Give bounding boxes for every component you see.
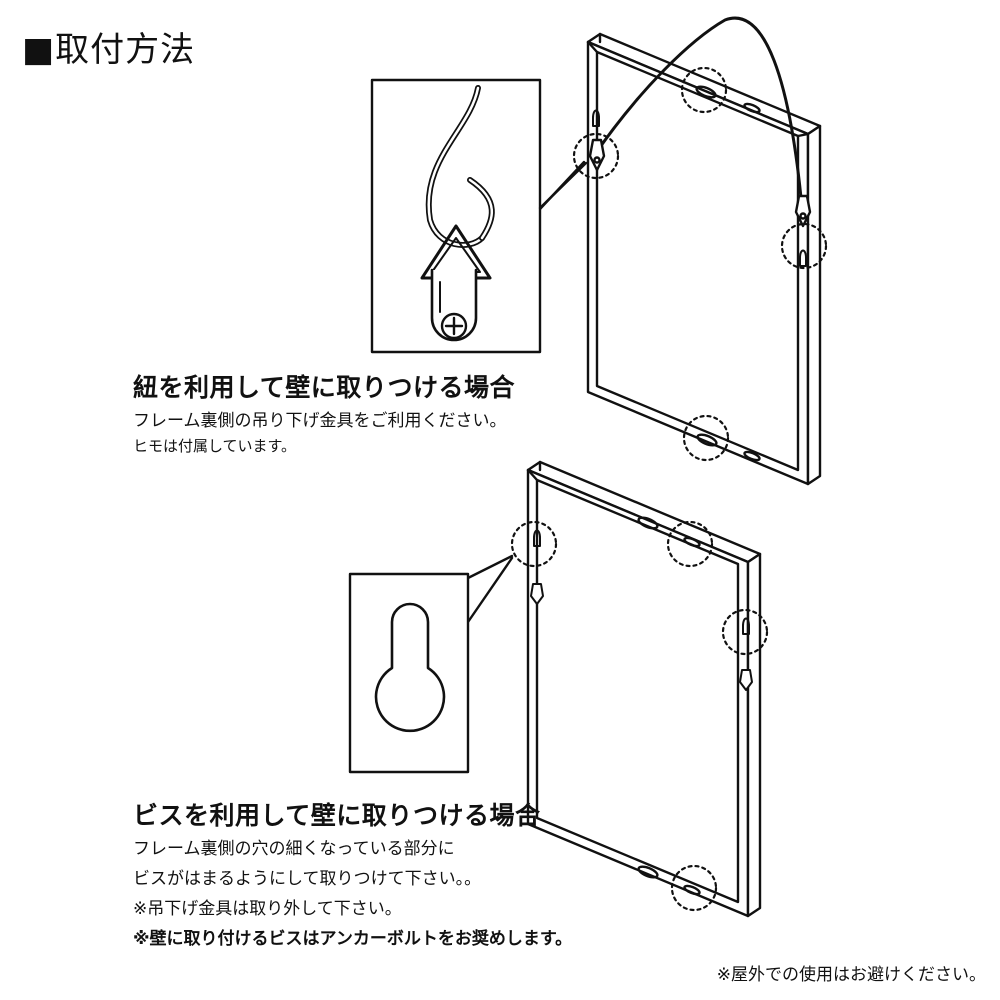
frame-top-illustration bbox=[586, 32, 822, 486]
hanger-fitting-right bbox=[794, 194, 812, 267]
screw-instruction-line2: ビスがはまるようにして取りつけて下さい。。 bbox=[133, 869, 482, 889]
keyhole-slots-top-rail bbox=[695, 85, 761, 462]
hanger-detail-box bbox=[370, 78, 588, 354]
screw-note-line4: ※壁に取り付けるビスはアンカーボルトをお奨めします。 bbox=[133, 929, 573, 949]
page-title: ■取付方法 bbox=[22, 30, 196, 70]
keyhole-shape bbox=[374, 602, 446, 733]
highlight-circles-bottom bbox=[510, 520, 769, 912]
hanging-cord bbox=[596, 16, 804, 210]
screw-section-heading: ビスを利用して壁に取りつける場合 bbox=[133, 801, 541, 830]
outdoor-use-footnote: ※屋外での使用はお避けください。 bbox=[716, 965, 986, 985]
cord-instruction-line2: ヒモは付属しています。 bbox=[133, 437, 297, 455]
keyhole-detail-box bbox=[348, 572, 470, 774]
screw-instruction-line1: フレーム裏側の穴の細くなっている部分に bbox=[133, 839, 455, 859]
cord-instruction-line1: フレーム裏側の吊り下げ金具をご利用ください。 bbox=[133, 411, 507, 431]
frame-bottom-illustration bbox=[526, 460, 762, 918]
keyhole-slots-bottom-frame bbox=[530, 516, 753, 896]
screw-note-line3: ※吊下げ金具は取り外して下さい。 bbox=[133, 899, 402, 919]
hanger-fitting-left bbox=[588, 109, 606, 172]
cord-section-heading: 紐を利用して壁に取りつける場合 bbox=[133, 373, 516, 402]
highlight-circles-top bbox=[572, 66, 828, 462]
